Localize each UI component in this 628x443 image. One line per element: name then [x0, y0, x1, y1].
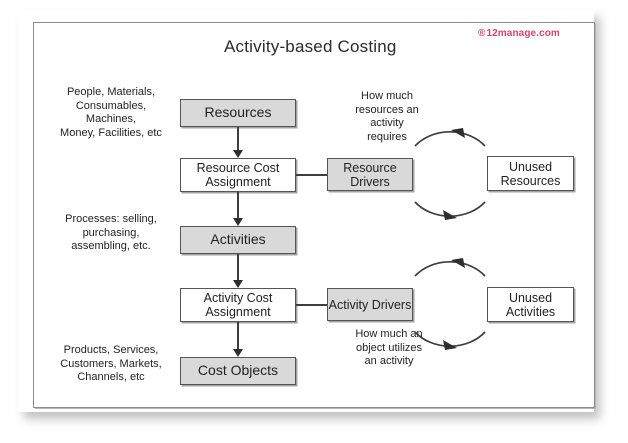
- arrowhead-rca-to-activities: [233, 218, 243, 226]
- box-activities[interactable]: Activities: [180, 226, 296, 254]
- registered-mark-icon: ®: [478, 28, 486, 39]
- box-resources[interactable]: Resources: [180, 99, 296, 127]
- box-resource-drivers[interactable]: Resource Drivers: [327, 158, 413, 191]
- arrowhead-loop-bottom-lower: [443, 340, 457, 350]
- diagram-title: Activity-based Costing: [224, 37, 397, 56]
- connector-resources-to-rca: [237, 127, 239, 150]
- arrowhead-aca-to-cost-objects: [233, 349, 243, 357]
- connector-aca-to-activity-drivers: [296, 304, 327, 306]
- arrowhead-resources-to-rca: [233, 150, 243, 158]
- copyright-label: 12manage.com: [486, 28, 560, 39]
- connector-aca-to-cost-objects: [237, 322, 239, 349]
- connector-rca-to-resource-drivers: [296, 174, 327, 176]
- box-unused-resources[interactable]: Unused Resources: [487, 156, 574, 191]
- diagram-frame: [33, 22, 596, 409]
- note-cost-objects-examples: Products, Services, Customers, Markets, …: [60, 344, 162, 384]
- arrowhead-loop-top-upper: [451, 128, 465, 138]
- arrowhead-loop-bottom-upper: [443, 210, 457, 220]
- note-activities-examples: Processes: selling, purchasing, assembli…: [65, 213, 157, 253]
- note-resources-examples: People, Materials, Consumables, Machines…: [60, 86, 162, 139]
- box-resource-cost-assignment[interactable]: Resource Cost Assignment: [180, 158, 296, 192]
- arrowhead-activities-to-aca: [233, 280, 243, 288]
- box-unused-activities[interactable]: Unused Activities: [487, 287, 574, 322]
- loop-resource-drivers-unused-resources: [414, 128, 486, 220]
- connector-rca-to-activities: [237, 192, 239, 218]
- connector-activities-to-aca: [237, 254, 239, 280]
- box-activity-cost-assignment[interactable]: Activity Cost Assignment: [180, 288, 296, 322]
- copyright-notice: ®12manage.com: [478, 28, 560, 39]
- box-cost-objects[interactable]: Cost Objects: [180, 357, 296, 385]
- note-resource-driver-question: How much resources an activity requires: [355, 90, 419, 143]
- arrowhead-loop-top-lower: [451, 258, 465, 268]
- box-activity-drivers[interactable]: Activity Drivers: [327, 288, 413, 321]
- loop-activity-drivers-unused-activities: [414, 258, 486, 350]
